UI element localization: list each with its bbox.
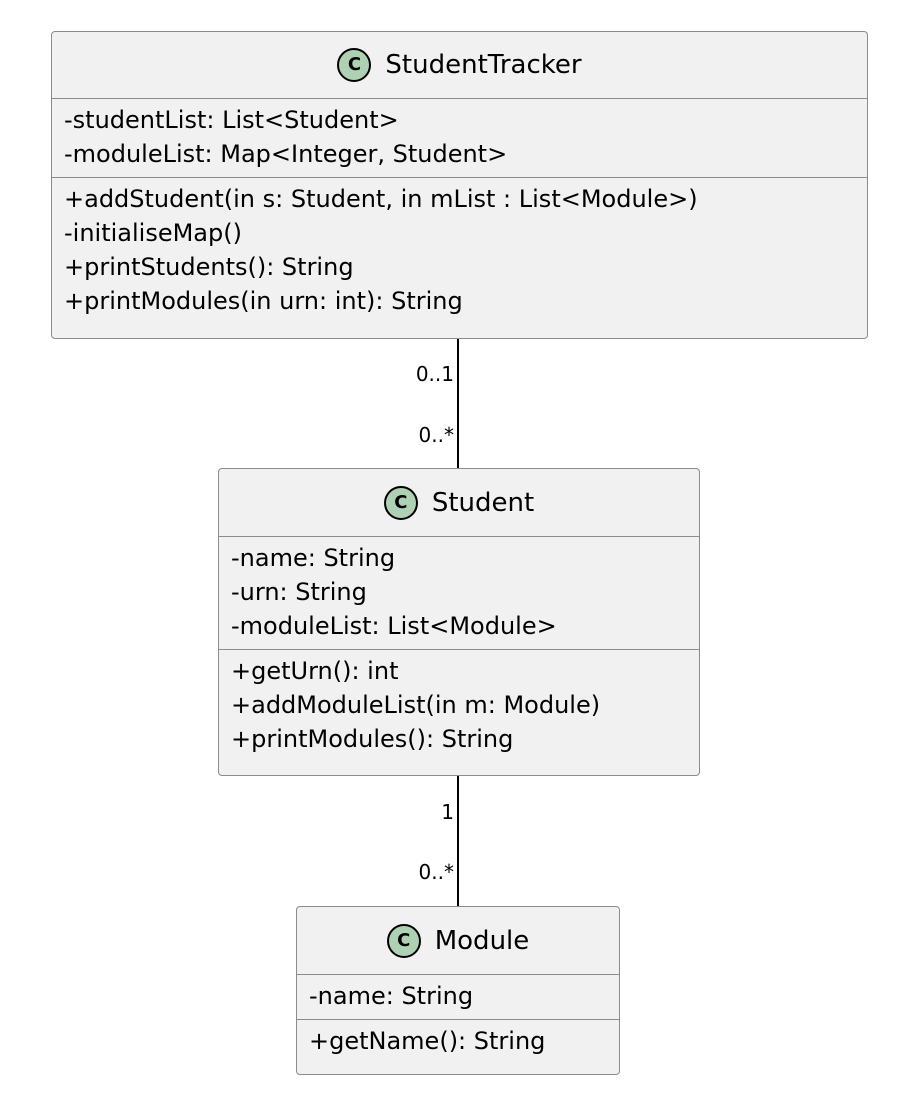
multiplicity-label: 1 <box>441 800 454 824</box>
method: +addStudent(in s: Student, in mList : Li… <box>64 185 698 213</box>
attribute: -name: String <box>231 544 396 572</box>
attribute: -urn: String <box>231 578 367 606</box>
methods-compartment: +getUrn(): int +addModuleList(in m: Modu… <box>219 649 699 762</box>
methods-compartment: +addStudent(in s: Student, in mList : Li… <box>52 177 867 324</box>
method: -initialiseMap() <box>64 219 242 247</box>
method: +printModules(): String <box>231 725 514 753</box>
attribute: -moduleList: Map<Integer, Student> <box>64 140 508 168</box>
class-module: C Module -name: String +getName(): Strin… <box>296 906 620 1075</box>
class-header-studenttracker: C StudentTracker <box>52 32 867 99</box>
method: +getName(): String <box>309 1027 546 1055</box>
attribute: -moduleList: List<Module> <box>231 612 557 640</box>
class-c-icon: C <box>337 48 372 82</box>
method: +printStudents(): String <box>64 253 354 281</box>
class-studenttracker: C StudentTracker -studentList: List<Stud… <box>51 31 868 339</box>
class-header-student: C Student <box>219 469 699 537</box>
attributes-compartment: -name: String <box>297 975 619 1019</box>
attributes-compartment: -studentList: List<Student> -moduleList:… <box>52 99 867 177</box>
association-line-tracker-student <box>457 339 459 468</box>
attribute: -name: String <box>309 982 474 1010</box>
multiplicity-label: 0..* <box>418 423 454 447</box>
attributes-compartment: -name: String -urn: String -moduleList: … <box>219 537 699 649</box>
method: +addModuleList(in m: Module) <box>231 691 601 719</box>
methods-compartment: +getName(): String <box>297 1019 619 1064</box>
attribute: -studentList: List<Student> <box>64 106 399 134</box>
multiplicity-label: 0..1 <box>415 362 454 386</box>
method: +getUrn(): int <box>231 657 399 685</box>
class-name: Student <box>431 487 535 518</box>
multiplicity-label: 0..* <box>418 860 454 884</box>
class-c-icon: C <box>386 923 421 958</box>
class-student: C Student -name: String -urn: String -mo… <box>218 468 700 776</box>
method: +printModules(in urn: int): String <box>64 287 463 315</box>
class-name: StudentTracker <box>385 50 582 80</box>
class-c-icon: C <box>383 485 418 520</box>
class-header-module: C Module <box>297 907 619 975</box>
association-line-student-module <box>457 776 459 906</box>
class-name: Module <box>434 925 530 956</box>
